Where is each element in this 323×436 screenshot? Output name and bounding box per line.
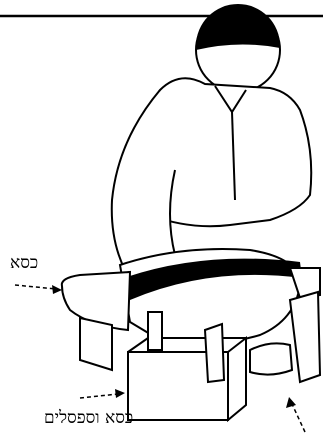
- head-cap: [196, 4, 280, 50]
- grip-left: [148, 312, 162, 350]
- arrow-right-head: [286, 397, 296, 408]
- label-chair: כסא: [10, 253, 38, 273]
- head: [196, 4, 280, 92]
- grip-right: [205, 324, 224, 382]
- label-chair-and-stools: כסא וספסלים: [44, 408, 133, 428]
- arrow-right: [292, 404, 305, 432]
- chair-leg-left: [80, 318, 112, 370]
- arrow-stools-head: [115, 389, 125, 398]
- stool-right: [290, 292, 320, 382]
- arrow-chair-head: [52, 285, 62, 294]
- arrow-chair: [15, 285, 56, 289]
- arrow-stools: [80, 394, 118, 398]
